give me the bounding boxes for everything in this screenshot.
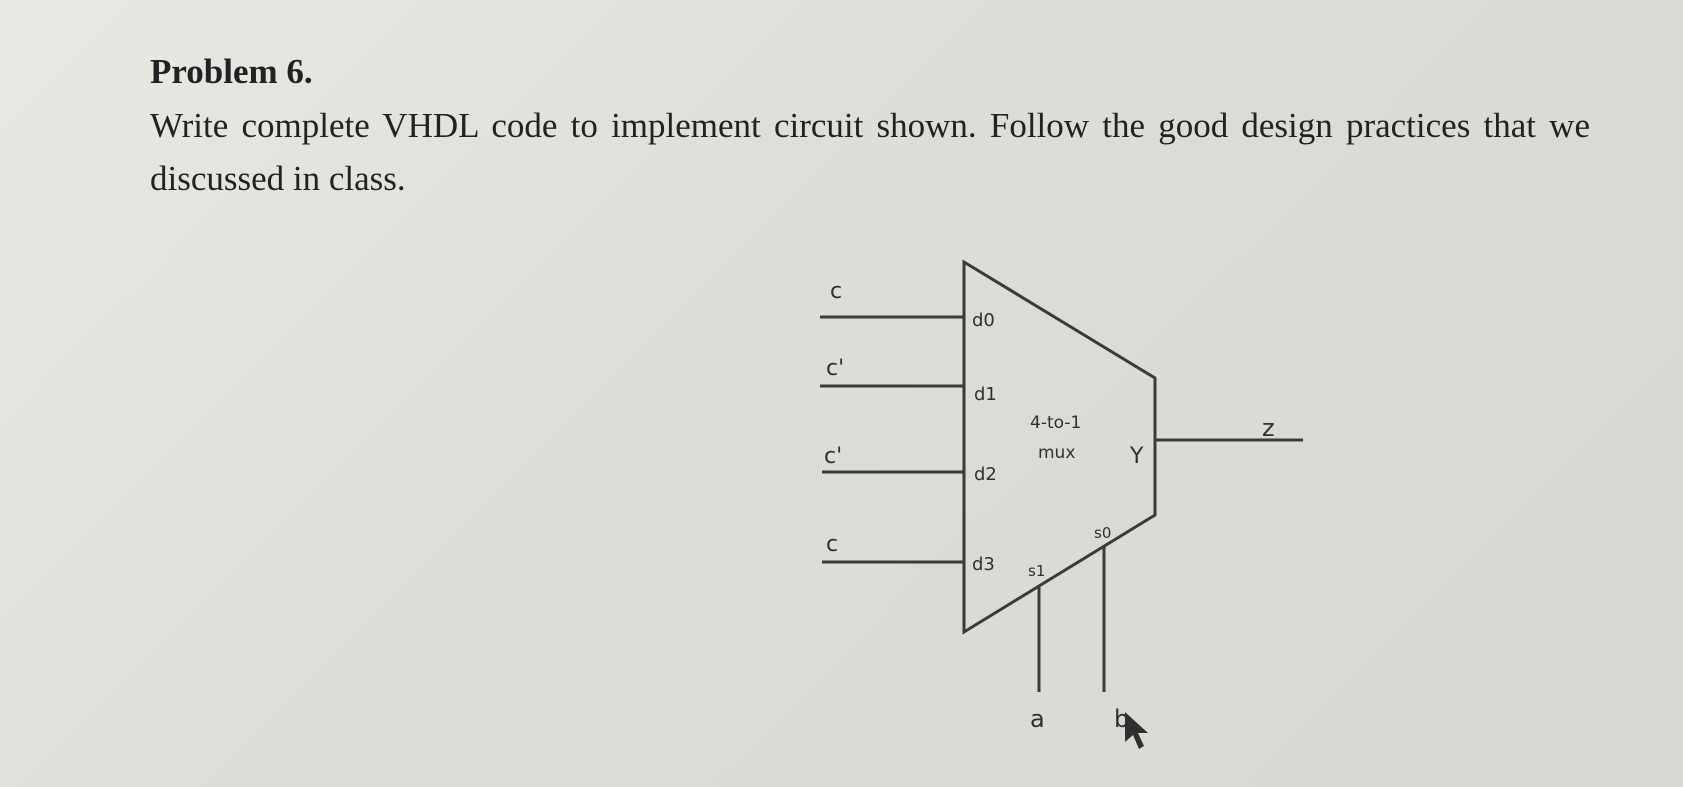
input-label-d1: c'	[826, 356, 844, 381]
problem-statement: Problem 6. Write complete VHDL code to i…	[150, 52, 1590, 205]
input-label-d3: c	[826, 532, 838, 557]
port-label-s0: s0	[1094, 524, 1111, 542]
mux-body	[962, 259, 1157, 635]
port-label-d1: d1	[974, 384, 997, 405]
port-label-d3: d3	[972, 554, 995, 575]
port-label-d2: d2	[974, 464, 997, 485]
mux-label-line2: mux	[1038, 443, 1075, 463]
mux-label-line1: 4-to-1	[1030, 413, 1081, 433]
select-label-a: a	[1030, 705, 1045, 733]
mouse-cursor-icon	[1125, 712, 1148, 749]
problem-text: Write complete VHDL code to implement ci…	[150, 106, 1590, 198]
port-label-y: Y	[1129, 444, 1144, 469]
problem-title: Problem 6.	[150, 52, 313, 91]
port-label-d0: d0	[972, 310, 995, 331]
output-label-z: z	[1262, 414, 1275, 442]
port-label-s1: s1	[1028, 562, 1045, 580]
input-label-d0: c	[830, 279, 842, 304]
input-label-d2: c'	[824, 444, 842, 469]
